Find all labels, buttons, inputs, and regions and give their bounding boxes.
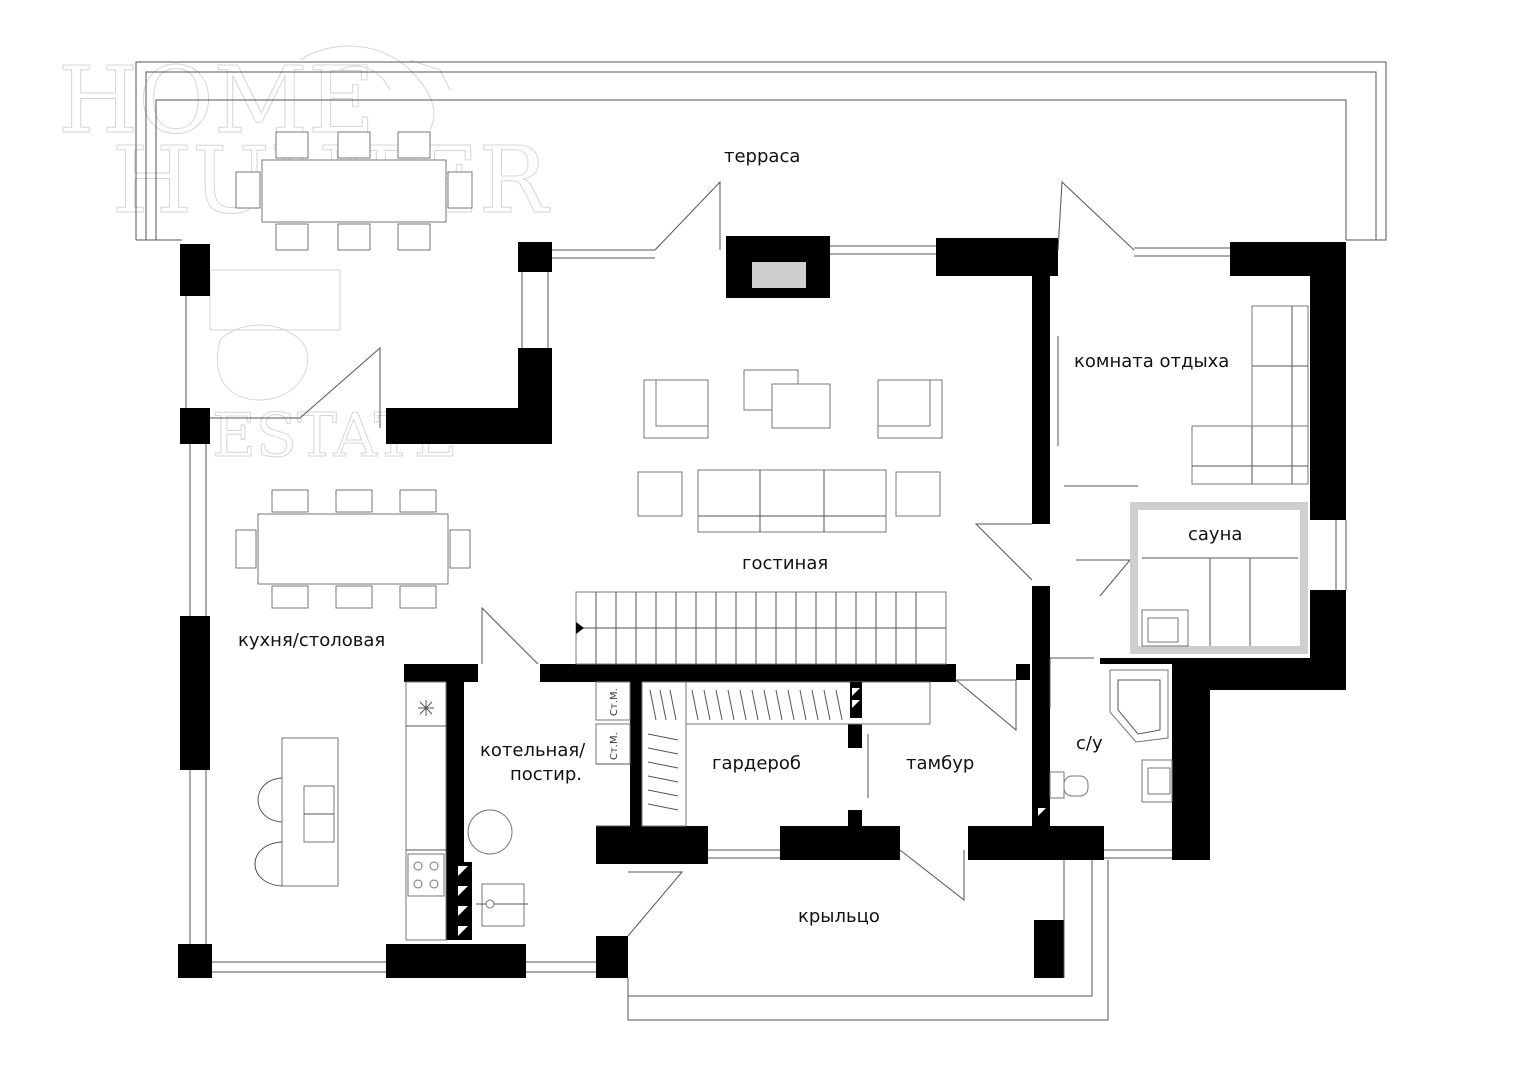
room-label-living: гостиная — [742, 553, 828, 574]
boiler-room-equipment: Ст.М. Ст.М. — [454, 681, 631, 940]
sauna — [1130, 502, 1308, 654]
room-label-terrace: терраса — [724, 146, 800, 167]
kitchen-dining-furniture — [235, 489, 471, 941]
fireplace-opening — [752, 262, 806, 288]
terrace-outline — [135, 61, 1387, 241]
watermark-logo: HOME HUNTER ESTATE — [58, 45, 551, 472]
room-label-bathroom: с/у — [1076, 733, 1103, 754]
room-label-porch: крыльцо — [798, 906, 880, 927]
living-room-furniture — [637, 369, 943, 533]
room-label-sauna: сауна — [1188, 524, 1242, 545]
staircase — [575, 591, 947, 665]
doors — [210, 180, 1138, 937]
bathroom-fixtures — [1036, 669, 1173, 826]
room-label-kitchen: кухня/столовая — [238, 630, 385, 651]
room-label-rest-room: комната отдыха — [1074, 351, 1229, 372]
washer-label-2: Ст.М. — [609, 732, 620, 760]
terrace-dining-set — [235, 131, 473, 251]
room-label-wardrobe: гардероб — [712, 753, 801, 774]
stair-direction-arrow — [576, 622, 584, 634]
windows — [185, 245, 1347, 973]
rest-room-sofa — [1191, 305, 1309, 485]
room-label-boiler-line2: постир. — [510, 764, 582, 785]
wardrobe-shelving — [641, 681, 931, 827]
room-label-boiler-line1: котельная/ — [480, 740, 586, 761]
washer-label-1: Ст.М. — [609, 688, 620, 716]
porch-outline — [627, 860, 1109, 1021]
room-label-vestibule: тамбур — [906, 753, 974, 774]
